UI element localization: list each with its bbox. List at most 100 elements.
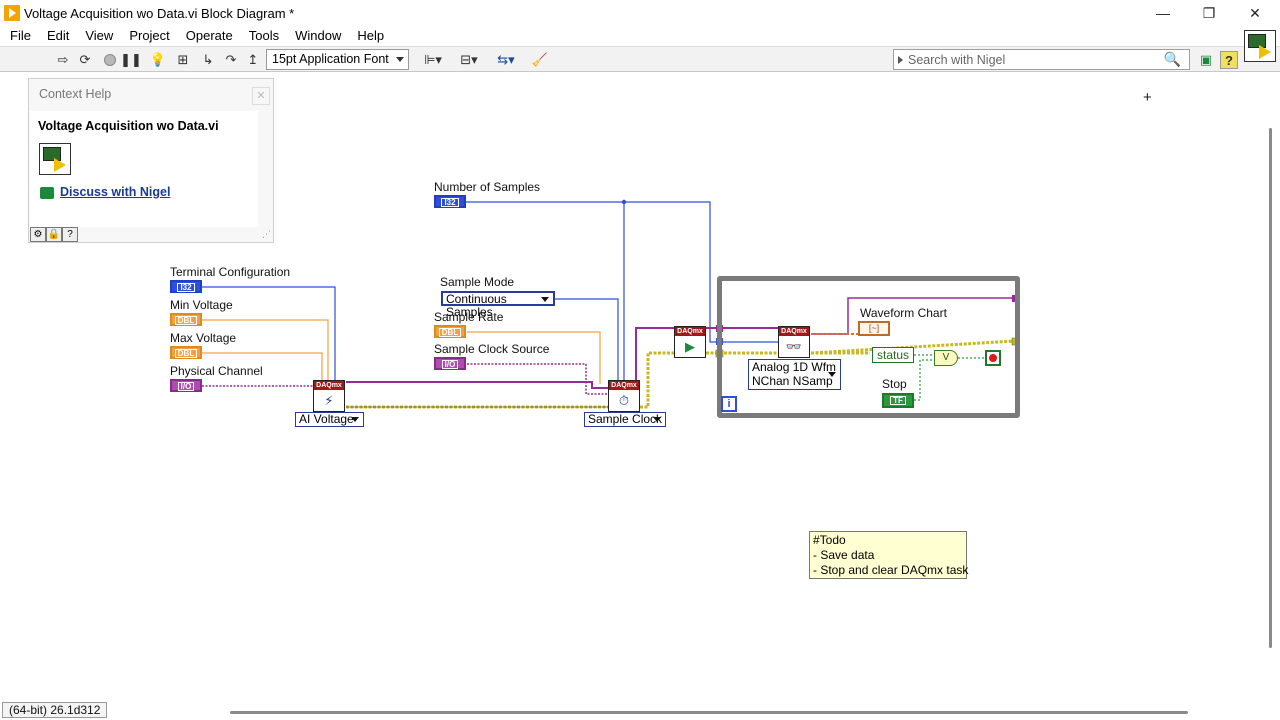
timing-ring[interactable]: Sample Clock [584,412,666,427]
terminal-type: I/O [442,360,459,369]
physical-channel-terminal[interactable]: I/O [170,379,202,392]
chevron-down-icon [351,417,359,422]
restore-button[interactable]: ❐ [1186,0,1232,26]
sample-clock-source-terminal[interactable]: I/O [434,357,466,370]
stop-label: Stop [882,377,907,391]
vi-icon [39,143,71,175]
menu-file[interactable]: File [0,26,39,46]
min-voltage-label: Min Voltage [170,298,233,312]
read-type-ring[interactable]: Analog 1D Wfm NChan NSamp [748,359,841,390]
loop-iteration-terminal[interactable]: i [721,396,737,412]
read-type-line-2: NChan NSamp [752,374,840,388]
search-icon[interactable]: 🔍 [1164,51,1181,68]
context-help-settings-icon[interactable]: ⚙ [30,227,46,242]
stop-condition-terminal[interactable] [985,350,1001,366]
vi-icon[interactable] [1244,30,1276,62]
menu-tools[interactable]: Tools [241,26,287,46]
context-help-detailed-help-icon[interactable]: ? [62,227,78,242]
chevron-down-icon [541,297,549,302]
terminal-type: I32 [177,283,194,292]
sample-rate-terminal[interactable]: DBL [434,325,466,338]
vertical-scrollbar[interactable] [1262,72,1280,704]
resize-grip-icon[interactable]: ⋰ [262,229,271,240]
status-bar: (64-bit) 26.1d312 [2,702,107,718]
window-title: Voltage Acquisition wo Data.vi Block Dia… [24,6,294,21]
sample-clock-source-label: Sample Clock Source [434,342,549,356]
clock-icon: ⏱ [609,391,639,411]
close-icon[interactable]: ✕ [252,87,270,105]
terminal-type: DBL [439,328,461,337]
sample-mode-ring[interactable]: Continuous Samples [441,291,555,306]
pause-icon[interactable]: ❚❚ [122,51,140,69]
discuss-with-nigel-link[interactable]: Discuss with Nigel [60,185,170,199]
daqmx-header: DAQmx [314,381,344,390]
reorder-icon[interactable]: ⇆▾ [492,51,520,69]
abort-icon[interactable] [101,51,119,69]
close-button[interactable]: ✕ [1232,0,1278,26]
or-function[interactable]: V [934,350,958,366]
align-objects-icon[interactable]: ⊫▾ [420,51,446,69]
minimize-button[interactable]: — [1140,0,1186,26]
daqmx-start-task-node[interactable]: DAQmx ▶ [674,326,706,358]
read-type-line-1: Analog 1D Wfm [752,360,840,374]
terminal-type: TF [890,396,906,405]
step-over-icon[interactable]: ↷ [222,51,240,69]
status-unbundle[interactable]: status [872,347,914,363]
terminal-type: I32 [441,198,458,207]
waveform-chart-label: Waveform Chart [860,306,947,320]
terminal-configuration-terminal[interactable]: I32 [170,280,202,293]
menu-project[interactable]: Project [121,26,177,46]
while-loop[interactable] [717,276,1020,418]
retain-wire-values-icon[interactable]: ⊞ [174,51,192,69]
max-voltage-terminal[interactable]: DBL [170,346,202,359]
context-help-title: Context Help [39,87,111,101]
nigel-icon[interactable]: ▣ [1197,51,1215,69]
terminal-type: DBL [175,316,197,325]
search-box[interactable]: 🔍 [893,49,1190,70]
menu-view[interactable]: View [77,26,121,46]
stop-button-terminal[interactable]: TF [882,393,914,408]
distribute-objects-icon[interactable]: ⊟▾ [456,51,482,69]
step-into-icon[interactable]: ↳ [199,51,217,69]
menu-window[interactable]: Window [287,26,349,46]
context-help-lock-icon[interactable]: 🔒 [46,227,62,242]
todo-comment[interactable]: #Todo - Save data - Stop and clear DAQmx… [809,531,967,579]
toolbar: ⇨ ⟳ ❚❚ 💡 ⊞ ↳ ↷ ↥ 15pt Application Font ⊫… [0,46,1280,72]
daqmx-header: DAQmx [609,381,639,390]
title-bar: Voltage Acquisition wo Data.vi Block Dia… [0,0,1280,26]
terminal-configuration-label: Terminal Configuration [170,265,290,279]
context-help-vi-name: Voltage Acquisition wo Data.vi [38,119,219,133]
create-channel-icon: ⚡ [314,391,344,411]
menu-operate[interactable]: Operate [178,26,241,46]
daqmx-timing-node[interactable]: DAQmx ⏱ [608,380,640,412]
context-help-body: Voltage Acquisition wo Data.vi Discuss w… [30,111,258,227]
vertical-scroll-thumb[interactable] [1269,128,1272,648]
sample-rate-label: Sample Rate [434,310,503,324]
font-select[interactable]: 15pt Application Font [266,49,409,70]
terminal-type: I/O [178,382,195,391]
run-continuous-icon[interactable]: ⟳ [76,51,94,69]
create-channel-ring-value: AI Voltage [299,412,354,426]
highlight-execution-icon[interactable]: 💡 [149,51,167,69]
horizontal-scrollbar[interactable] [0,704,1280,720]
help-icon[interactable]: ? [1220,51,1238,69]
waveform-chart-terminal[interactable]: [~] [858,321,890,336]
horizontal-scroll-thumb[interactable] [230,711,1188,714]
menu-edit[interactable]: Edit [39,26,77,46]
step-out-icon[interactable]: ↥ [244,51,262,69]
font-select-value: 15pt Application Font [272,52,389,66]
daqmx-create-channel-node[interactable]: DAQmx ⚡ [313,380,345,412]
menu-help[interactable]: Help [349,26,392,46]
create-channel-ring[interactable]: AI Voltage [295,412,364,427]
daqmx-read-node[interactable]: DAQmx 👓 [778,326,810,358]
min-voltage-terminal[interactable]: DBL [170,313,202,326]
cleanup-diagram-icon[interactable]: 🧹 [528,51,552,69]
search-input[interactable] [908,51,1158,68]
labview-app-icon [4,5,20,21]
number-of-samples-terminal[interactable]: I32 [434,195,466,208]
run-arrow-icon[interactable]: ⇨ [54,51,72,69]
search-arrow-icon [898,56,903,64]
max-voltage-label: Max Voltage [170,331,236,345]
play-icon: ▶ [675,337,705,357]
crosshair-cursor-icon: + [1143,89,1152,106]
